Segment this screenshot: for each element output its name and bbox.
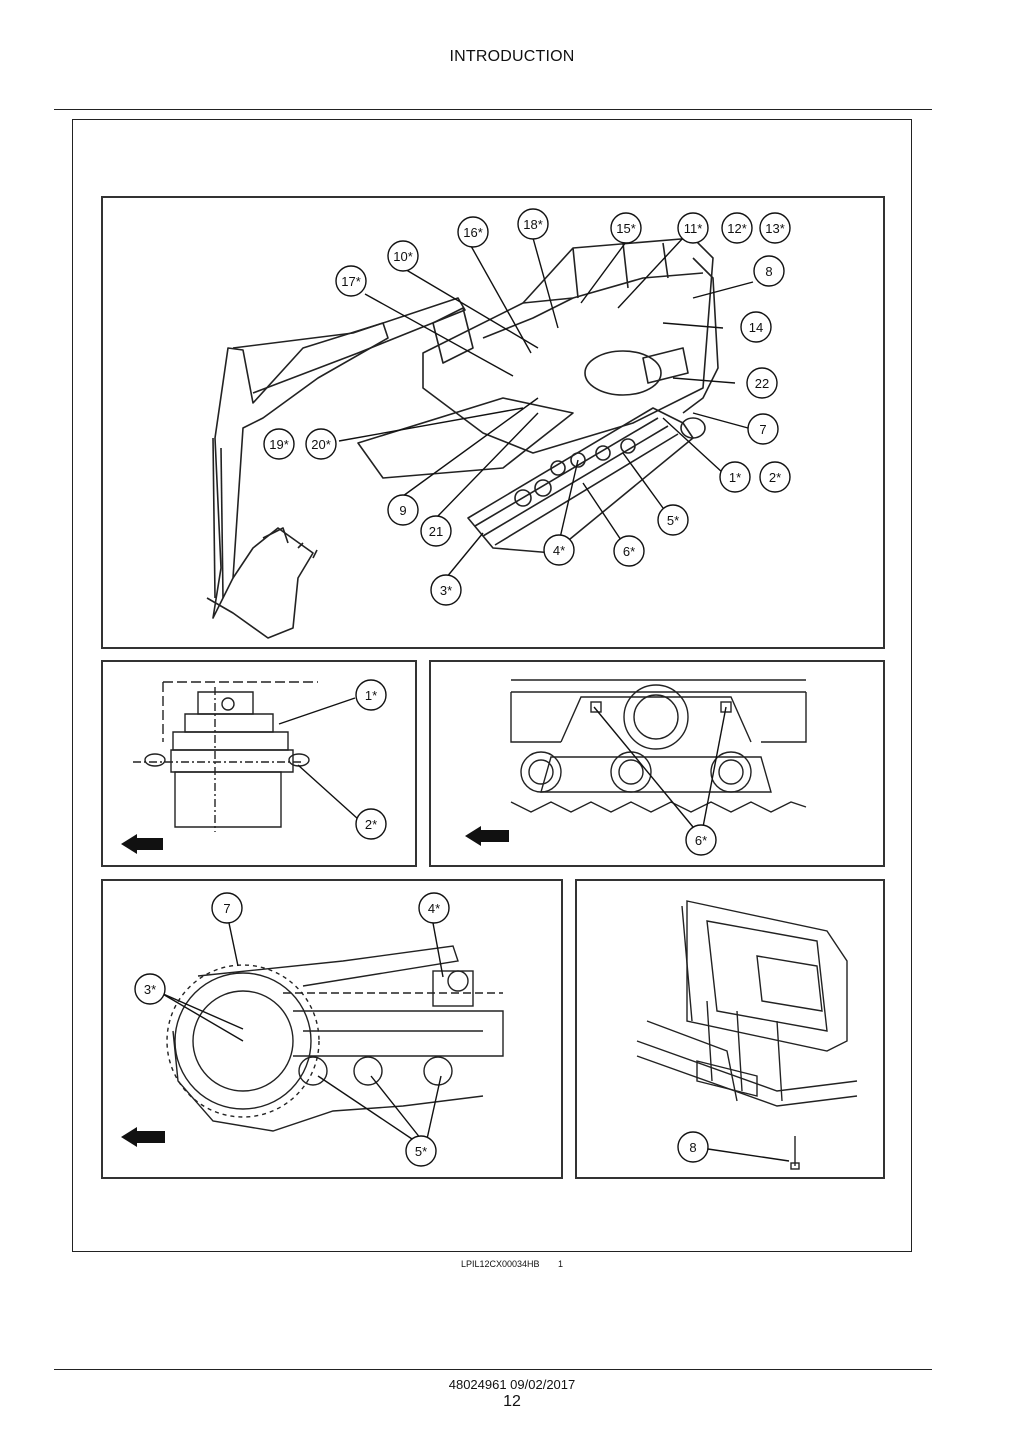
- callout-label: 7: [759, 422, 766, 437]
- callout-label: 22: [755, 376, 769, 391]
- footer-doc-reference: 48024961 09/02/2017: [448, 1377, 576, 1392]
- callout-label: 4*: [553, 543, 565, 558]
- callout-label: 3*: [144, 982, 156, 997]
- figure-code: LPIL12CX00034HB: [460, 1259, 540, 1269]
- callout-label: 3*: [440, 583, 452, 598]
- track-frame-panel: 7 4* 3* 5*: [101, 879, 563, 1179]
- callout-label: 19*: [269, 437, 289, 452]
- callout-label: 5*: [667, 513, 679, 528]
- direction-arrow-icon: [121, 834, 163, 854]
- figure-number: 1: [558, 1259, 564, 1269]
- track-roller-illustration: 6*: [465, 679, 807, 856]
- excavator-illustration: 16* 18* 15* 11* 12* 13* 10* 17* 8 14 22 …: [206, 208, 791, 639]
- callout-label: 1*: [365, 688, 377, 703]
- callout-label: 11*: [684, 221, 703, 236]
- callout-label: 14: [749, 320, 763, 335]
- header-rule: [54, 109, 932, 110]
- counterweight-panel: 8: [575, 879, 885, 1179]
- track-frame-illustration: 7 4* 3* 5*: [121, 892, 504, 1167]
- callout-label: 6*: [623, 544, 635, 559]
- callout-label: 9: [399, 503, 406, 518]
- figure-frame: [72, 119, 912, 1252]
- callout-label: 6*: [695, 833, 707, 848]
- callout-label: 1*: [729, 470, 741, 485]
- track-roller-panel: 6*: [429, 660, 885, 867]
- callout-label: 2*: [365, 817, 377, 832]
- callout-label: 17*: [341, 274, 361, 289]
- final-drive-panel: 1* 2*: [101, 660, 417, 867]
- callout-label: 21: [429, 524, 443, 539]
- page-header-title: INTRODUCTION: [449, 48, 575, 65]
- footer-page-number: 12: [503, 1393, 521, 1410]
- callout-label: 10*: [393, 249, 413, 264]
- final-drive-illustration: 1* 2*: [121, 679, 387, 854]
- counterweight-illustration: 8: [636, 900, 858, 1170]
- callout-label: 13*: [765, 221, 785, 236]
- callout-label: 8: [689, 1140, 696, 1155]
- callout-label: 20*: [311, 437, 331, 452]
- footer-rule: [54, 1369, 932, 1370]
- callout-label: 8: [765, 264, 772, 279]
- direction-arrow-icon: [465, 826, 509, 846]
- callout-label: 5*: [415, 1144, 427, 1159]
- callout-label: 2*: [769, 470, 781, 485]
- callout-label: 16*: [463, 225, 483, 240]
- direction-arrow-icon: [121, 1127, 165, 1147]
- callout-label: 15*: [616, 221, 636, 236]
- callout-label: 12*: [727, 221, 747, 236]
- callout-label: 18*: [523, 217, 543, 232]
- excavator-overview-panel: 16* 18* 15* 11* 12* 13* 10* 17* 8 14 22 …: [101, 196, 885, 649]
- callout-label: 4*: [428, 901, 440, 916]
- figure-caption: LPIL12CX00034HB 1: [0, 1259, 1024, 1269]
- callout-label: 7: [223, 901, 230, 916]
